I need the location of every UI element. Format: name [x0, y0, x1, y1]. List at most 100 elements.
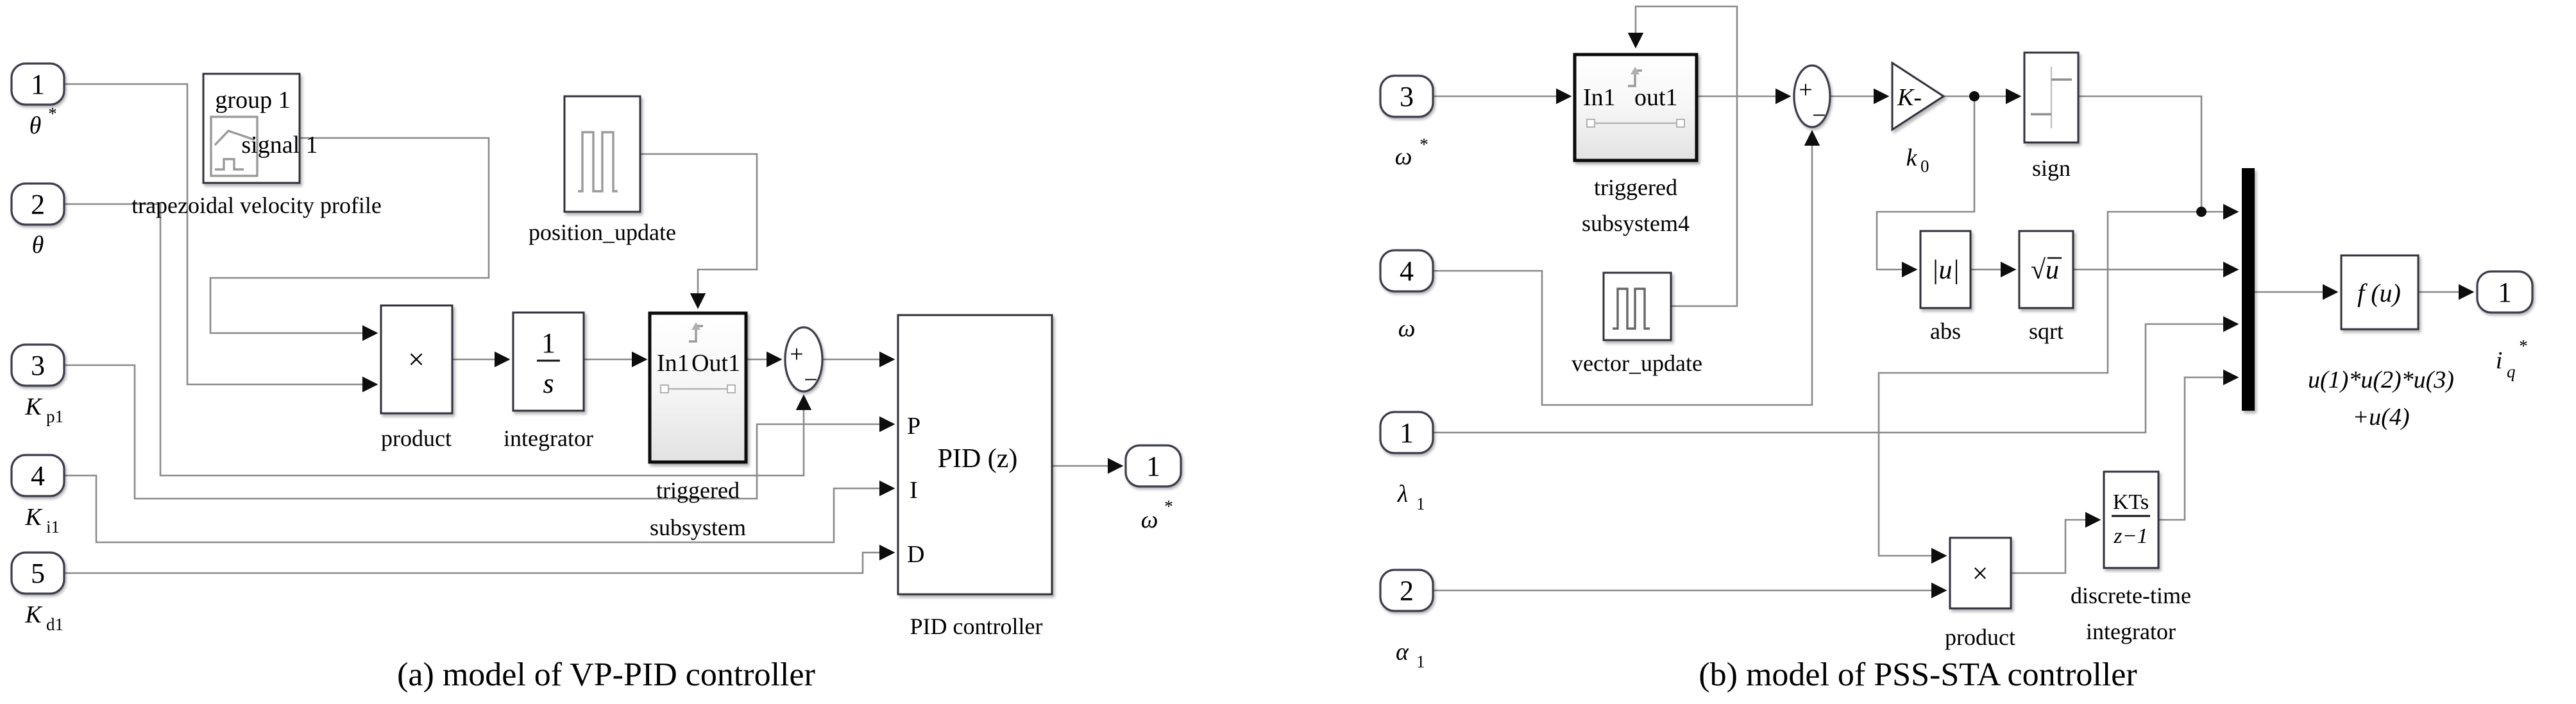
- sum-block-b: + −: [1793, 64, 1831, 129]
- subsystem-a-label1: triggered: [656, 477, 740, 503]
- abs-label: abs: [1930, 318, 1961, 344]
- product-b-symbol: ×: [1972, 558, 1988, 589]
- separator-handle: [1676, 119, 1685, 128]
- abs-text: |u|: [1931, 255, 1960, 285]
- subsystem-b-in: In1: [1583, 84, 1616, 111]
- inport-3-b-sup: *: [1419, 135, 1428, 154]
- sum-a-plus: +: [790, 341, 803, 368]
- inport-2-b-num: 2: [1400, 575, 1414, 606]
- inport-3-a-label: K: [24, 393, 42, 420]
- inport-1-b-num: 1: [1400, 417, 1414, 449]
- pid-i-label: I: [910, 477, 918, 504]
- outport-a-num: 1: [1146, 451, 1160, 482]
- product-block-a: ×: [380, 304, 453, 415]
- inport-5-a-sub: d1: [46, 615, 64, 634]
- signal-builder-icon: [210, 116, 258, 177]
- wire-kd1-to-pid-d: [64, 544, 895, 574]
- pid-d-label: D: [907, 541, 924, 568]
- wire-sign-branch-to-product: [1877, 210, 2201, 564]
- dti-label2: integrator: [2086, 619, 2176, 644]
- sum-a-minus: −: [804, 366, 817, 393]
- subsystem-a-out: Out1: [691, 350, 740, 377]
- sum-b-minus: −: [1812, 102, 1826, 129]
- wire-omega-to-sum-minus: [1433, 130, 1820, 406]
- trigger-arrow-icon-a: [691, 322, 700, 330]
- panel-a: 1 θ * 2 θ 3 K p1 4 K i1 5 K d1: [10, 62, 1182, 693]
- outport-b-num: 1: [2498, 277, 2512, 308]
- sign-block: [2023, 51, 2080, 144]
- outport-b-label: i: [2496, 347, 2503, 374]
- inport-2-b-label: α: [1396, 639, 1409, 665]
- dti-label1: discrete-time: [2071, 583, 2191, 608]
- outport-b: 1 i q *: [2476, 270, 2534, 381]
- caption-b: (b) model of PSS-STA controller: [1699, 657, 2137, 693]
- integrator-label: integrator: [504, 425, 593, 451]
- abs-block: |u|: [1919, 230, 1972, 309]
- inport-4-a: 4 K i1: [10, 454, 65, 537]
- inport-3-b: 3 ω *: [1379, 74, 1434, 170]
- wire-ki1-to-pid-i: [64, 474, 895, 544]
- integrator-den: s: [543, 368, 554, 399]
- wire-theta-to-sum-minus: [64, 203, 812, 477]
- mux-block: [2242, 168, 2255, 411]
- inport-5-a-label: K: [24, 601, 42, 628]
- inport-1-a-num: 1: [31, 69, 45, 100]
- fcn-text: f (u): [2357, 279, 2401, 307]
- pulse-b-label: vector_update: [1572, 350, 1702, 376]
- sqrt-block: √u: [2018, 230, 2074, 309]
- branch-dot-sign: [2196, 207, 2207, 217]
- pid-label: PID controller: [910, 614, 1043, 639]
- subsystem-b-label2: subsystem4: [1582, 210, 1690, 236]
- dti-num: KTs: [2113, 490, 2149, 514]
- outport-a-label: ω: [1141, 506, 1158, 533]
- subsystem-b-label1: triggered: [1594, 175, 1677, 200]
- inport-5-a-num: 5: [31, 558, 45, 589]
- separator-handle: [660, 384, 669, 393]
- inport-2-b-sub: 1: [1416, 652, 1425, 671]
- separator-handle: [727, 384, 736, 393]
- inport-3-b-label: ω: [1395, 143, 1412, 170]
- wire-dti-to-mux4: [2158, 369, 2239, 521]
- inport-1-a-sup: *: [47, 104, 56, 123]
- panel-a-wires: [64, 83, 1124, 574]
- gain-label: k: [1906, 144, 1918, 171]
- inport-4-a-sub: i1: [46, 517, 60, 537]
- inport-4-b-num: 4: [1400, 255, 1414, 287]
- sum-b-plus: +: [1799, 76, 1812, 103]
- separator-handle: [1586, 119, 1595, 128]
- caption-a: (a) model of VP-PID controller: [397, 657, 815, 693]
- inport-1-a: 1 θ *: [10, 62, 65, 139]
- pulse-generator-b: [1602, 271, 1672, 341]
- trigger-icon-b: [1628, 69, 1642, 87]
- panel-b: 3 ω * 4 ω 1 λ 1 2 α 1 In1 out1: [1379, 5, 2534, 693]
- wire-theta-ref-to-product: [64, 83, 378, 393]
- panel-b-wires: [1433, 5, 2475, 599]
- pid-title: PID (z): [938, 444, 1018, 474]
- wire-pulse-to-trigger: [640, 153, 758, 309]
- outport-a-sup: *: [1164, 497, 1173, 516]
- inport-4-a-num: 4: [31, 460, 45, 492]
- inport-3-a-num: 3: [31, 350, 45, 381]
- gain-block: K- k 0: [1891, 61, 1945, 176]
- integrator-block: 1 s: [512, 311, 585, 412]
- fcn-block: f (u): [2340, 254, 2419, 331]
- product-a-symbol: ×: [408, 343, 425, 375]
- inport-2-a: 2 θ: [10, 182, 65, 259]
- inport-5-a: 5 K d1: [10, 551, 65, 634]
- trigger-icon-a: [689, 325, 703, 343]
- inport-1-a-label: θ: [30, 112, 42, 139]
- wire-gain-branch-to-abs: [1876, 96, 1976, 278]
- inport-1-b-label: λ: [1397, 481, 1408, 508]
- pulse-a-label: position_update: [529, 219, 676, 245]
- trapezoid-icon: [214, 130, 255, 146]
- inport-3-b-num: 3: [1400, 81, 1414, 112]
- inport-2-b: 2 α 1: [1379, 569, 1434, 671]
- fcn-formula1: u(1)*u(2)*u(3): [2308, 366, 2454, 393]
- sum-block-a: + −: [784, 326, 824, 393]
- triggered-subsystem-b: In1 out1: [1573, 53, 1699, 162]
- trigger-arrow-icon-b: [1631, 67, 1640, 74]
- outport-b-sup: *: [2518, 336, 2527, 356]
- wire-vectorupdate-to-trigger: [1627, 5, 1738, 307]
